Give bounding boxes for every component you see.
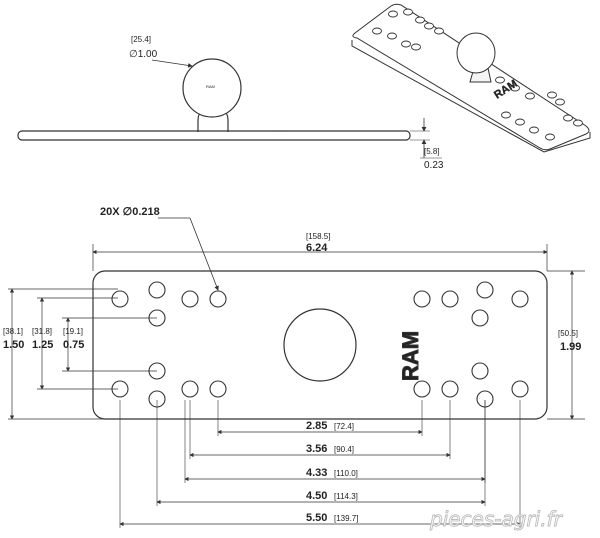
width-mm: [158.5] [306,232,330,241]
iso-mounting-hole [387,32,397,40]
bottom-dim-mm: [114.3] [334,492,358,501]
iso-mounting-hole [529,126,539,134]
mounting-hole [471,362,489,380]
top-view [92,270,548,420]
dim-150-in: 1.50 [3,339,24,351]
iso-mounting-hole [501,111,511,119]
iso-holes [372,8,583,141]
mounting-hole [181,380,199,398]
mounting-hole [441,380,459,398]
ball-dia-mm: [25.4] [131,35,151,44]
mounting-hole [209,290,227,308]
mounting-hole [413,380,431,398]
mounting-hole [511,290,529,308]
mounting-hole [471,309,489,327]
mounting-hole [111,290,129,308]
iso-mounting-hole [434,27,444,35]
side-ball [182,58,242,118]
iso-mounting-hole [525,92,535,100]
thickness-mm: [5.8] [424,147,440,156]
side-plate [17,130,411,141]
iso-mounting-hole [401,40,411,48]
thickness-in: 0.23 [424,160,444,171]
holes-callout: 20X ∅0.218 [100,206,160,218]
mounting-hole [181,290,199,308]
center-ball-hole [283,308,357,382]
width-in: 6.24 [306,242,328,254]
bottom-dim-in: 3.56 [306,443,327,455]
iso-mounting-hole [495,76,505,84]
mounting-hole [413,290,431,308]
watermark: pieces-agri.fr [429,507,564,531]
bottom-dim-mm: [72.4] [334,422,354,431]
iso-mounting-hole [545,133,555,141]
bottom-dim-mm: [110.0] [334,469,358,478]
dim-150-mm: [38.1] [3,327,23,336]
iso-mounting-hole [515,118,525,126]
mounting-hole [209,380,227,398]
mounting-hole [148,281,166,299]
iso-mounting-hole [411,43,421,51]
iso-ball [456,32,496,74]
side-view [17,58,442,159]
bottom-dims: 2.85 [72.4] 3.56 [90.4] 4.33 [110.0] 4.50 [114.… [119,400,521,528]
dim-199-in: 1.99 [560,341,581,353]
iso-mounting-hole [555,98,565,106]
bottom-dim-mm: [139.7] [334,514,358,523]
iso-view [351,3,591,153]
dim-125-in: 1.25 [32,339,53,351]
iso-mounting-hole [547,91,557,99]
iso-mounting-hole [424,22,434,30]
bottom-dim-mm: [90.4] [334,445,354,454]
ball-dia-in: ∅1.00 [129,49,158,60]
iso-mounting-hole [510,84,520,92]
mounting-hole [441,290,459,308]
mounting-hole [511,380,529,398]
ball-logo-side: RAM [206,84,215,89]
iso-mounting-hole [573,119,583,127]
dim-199-mm: [50.5] [558,329,578,338]
iso-mounting-hole [388,10,398,18]
dim-075-in: 0.75 [63,339,84,351]
bottom-dim-in: 5.50 [306,512,327,524]
mounting-hole [476,281,494,299]
iso-mounting-hole [415,16,425,24]
bottom-dim-in: 4.50 [306,490,327,502]
dim-125-mm: [31.8] [32,327,52,336]
top-holes [111,281,529,408]
bottom-dim-in: 4.33 [306,467,327,479]
left-dim-lines [8,288,157,420]
dim-075-mm: [19.1] [63,327,83,336]
iso-mounting-hole [563,114,573,122]
top-plate-logo: RAM [398,331,423,381]
iso-mounting-hole [372,27,382,35]
iso-mounting-hole [403,8,413,16]
bottom-dim-in: 2.85 [306,420,327,432]
